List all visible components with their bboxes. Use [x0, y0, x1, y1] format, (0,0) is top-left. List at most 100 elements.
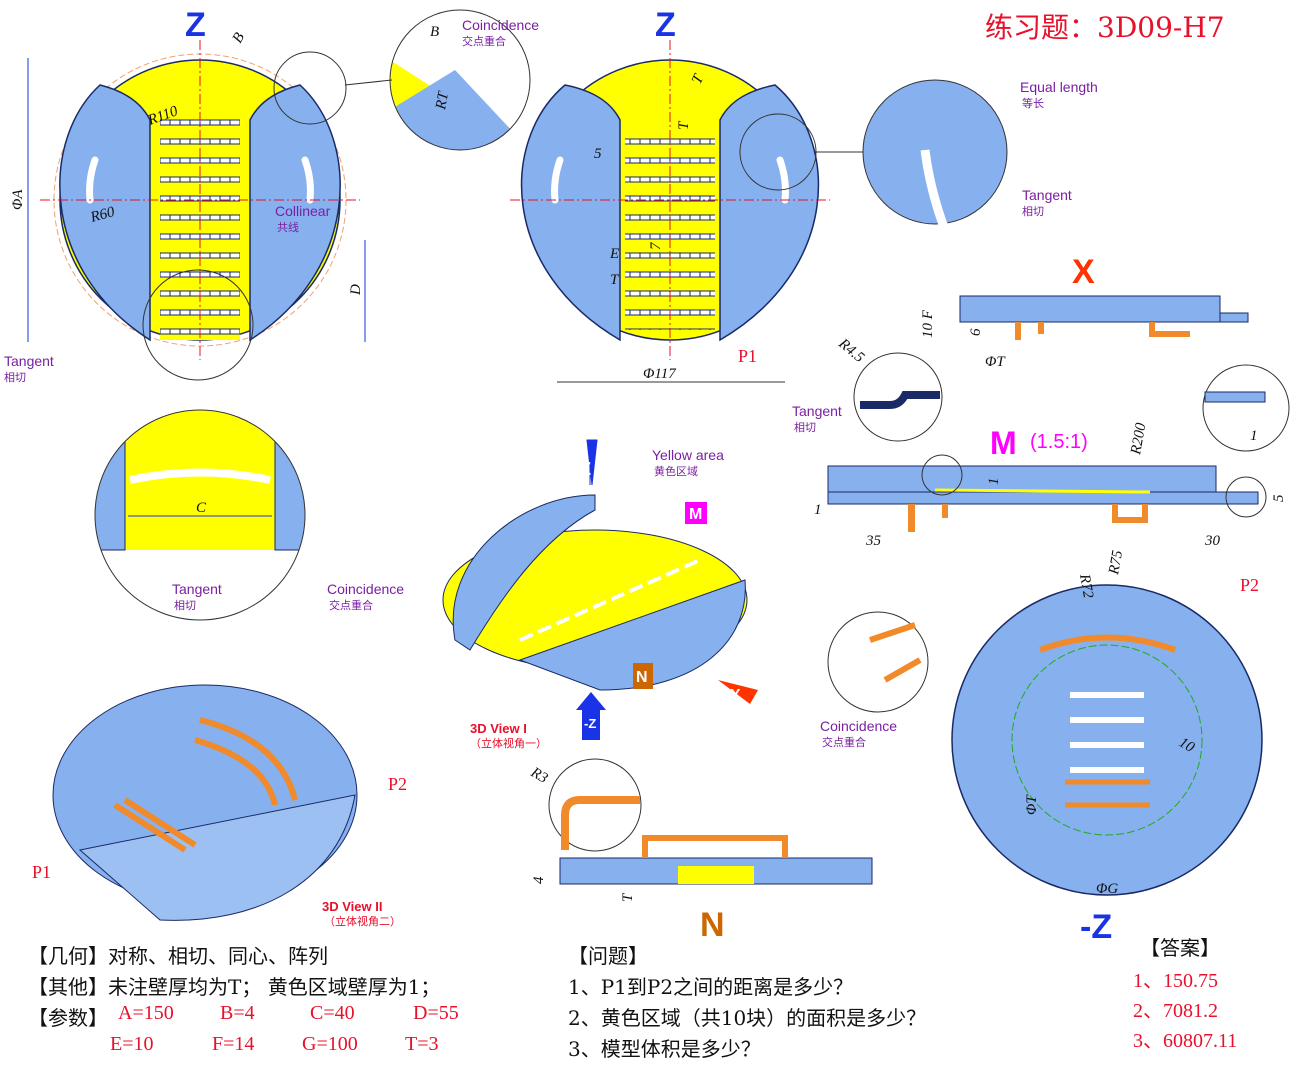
other-value: 未注壁厚均为T； 黄色区域壁厚为1；	[108, 975, 441, 999]
dim-5-m: 5	[1271, 494, 1287, 502]
param-f: F=14	[212, 1033, 255, 1055]
3d-view-1-sub: （立体视角一）	[470, 736, 547, 750]
section-view-m: M (1.5:1) R4.5 R200 1 1 1 5 35 30 Tangen…	[792, 335, 1290, 549]
equal-length-label-cn: 等长	[1022, 96, 1044, 110]
dim-7: 7	[648, 241, 664, 250]
3d-view-1-label: 3D View I	[470, 721, 527, 736]
dim-r60: R60	[88, 204, 117, 226]
dim-r72: R72	[1076, 572, 1096, 600]
coincidence-label-2: Coincidence	[327, 581, 404, 597]
collinear-label: Collinear	[275, 203, 331, 219]
dim-35: 35	[865, 533, 882, 549]
axis-arrow-x: X	[730, 687, 741, 704]
tangent-label: Tangent	[4, 353, 54, 369]
params-line: 【参数】	[28, 1002, 108, 1031]
dim-r4-5: R4.5	[835, 335, 868, 366]
axis-arrow-n: N	[636, 669, 648, 686]
geometry-label: 【几何】	[28, 944, 108, 968]
dim-d: D	[348, 284, 364, 296]
dim-t-3: T	[610, 272, 620, 288]
dim-b: B	[230, 30, 248, 46]
detail-dim-rt: RT	[433, 89, 452, 112]
axis-arrow-m: M	[689, 506, 702, 523]
questions-label: 【问题】	[568, 944, 648, 968]
dim-phi-t: ΦT	[985, 354, 1006, 370]
question-3: 3、模型体积是多少？	[568, 1037, 761, 1061]
3d-view-2-label: 3D View II	[322, 899, 382, 914]
coincidence-label-cn: 交点重合	[462, 34, 506, 48]
detail-c: C Tangent 相切 Coincidence 交点重合	[94, 409, 404, 621]
dim-phi-a: ΦA	[10, 189, 26, 210]
question-1: 1、P1到P2之间的距离是多少？	[568, 975, 854, 999]
coincidence-label-2-cn: 交点重合	[329, 598, 373, 612]
right-leaf	[249, 84, 341, 342]
dim-t-n: T	[620, 892, 636, 902]
axis-arrow-z: Z	[580, 459, 591, 479]
dim-4: 4	[531, 876, 547, 884]
top-view-right: Z T 5 T 7 E T Φ117 P1	[510, 6, 830, 383]
axis-label-m: M	[990, 425, 1017, 461]
axis-label-z-2: Z	[655, 6, 676, 44]
left-leaf	[59, 84, 151, 342]
dim-t-2: T	[676, 120, 692, 130]
axis-label-n: N	[700, 906, 725, 944]
dim-10-f: 10 F	[920, 309, 936, 338]
param-c: C=40	[310, 1002, 355, 1024]
point-p1-3d: P1	[32, 862, 51, 882]
axis-label-z: Z	[185, 6, 206, 44]
dim-6: 6	[968, 328, 984, 336]
tangent-label-4: Tangent	[792, 403, 842, 419]
side-view-x: X 10 F 6 ΦT	[920, 253, 1249, 370]
param-a: A=150	[118, 1002, 174, 1024]
dim-5: 5	[594, 146, 602, 162]
detail-equal-length: Equal length 等长 Tangent 相切	[815, 79, 1098, 232]
equal-length-label: Equal length	[1020, 79, 1098, 95]
section-view-n: R3 4 T N	[527, 758, 873, 944]
dim-1-b: 1	[986, 478, 1002, 486]
param-e: E=10	[110, 1033, 154, 1055]
dim-c: C	[196, 500, 207, 516]
bottom-view-neg-z: R72 R75 10 ΦT ΦG P2 Coincidence 交点重合 -Z	[820, 549, 1263, 946]
dim-r75: R75	[1106, 549, 1126, 577]
axis-arrow-neg-z: -Z	[584, 716, 596, 731]
3d-view-2-sub: （立体视角二）	[324, 914, 401, 928]
point-p2-3d: P2	[388, 774, 407, 794]
tangent-label-3: Tangent	[172, 581, 222, 597]
top-view-left: Z B R110 R60 ΦA D Collinear 共线 Tangent 相…	[4, 6, 366, 384]
coincidence-label-3-cn: 交点重合	[822, 735, 866, 749]
param-g: G=100	[302, 1033, 358, 1055]
dim-r200: R200	[1128, 421, 1150, 456]
dim-1-c: 1	[814, 502, 822, 518]
exercise-title: 练习题：3D09-H7	[985, 11, 1225, 44]
param-t: T=3	[405, 1033, 439, 1055]
axis-label-neg-z: -Z	[1080, 908, 1112, 946]
question-2: 2、黄色区域（共10块）的面积是多少？	[568, 1006, 927, 1030]
tangent-label-2: Tangent	[1022, 187, 1072, 203]
param-b: B=4	[220, 1002, 255, 1024]
coincidence-label-3: Coincidence	[820, 718, 897, 734]
answer-1: 1、150.75	[1133, 970, 1218, 992]
dim-30: 30	[1204, 533, 1221, 549]
dim-r3: R3	[527, 764, 550, 787]
dim-e: E	[609, 246, 619, 262]
dim-phi117: Φ117	[643, 366, 677, 382]
tangent-label-4-cn: 相切	[794, 421, 816, 434]
yellow-area-label: Yellow area	[652, 447, 724, 463]
axis-label-x: X	[1072, 253, 1095, 291]
answer-2: 2、7081.2	[1133, 1000, 1218, 1022]
tangent-label-cn: 相切	[4, 371, 26, 384]
coincidence-label: Coincidence	[462, 17, 539, 33]
tangent-label-3-cn: 相切	[174, 599, 196, 612]
detail-coincidence: Coincidence 交点重合 B RT	[344, 9, 539, 151]
scale-label: (1.5:1)	[1030, 431, 1088, 453]
answers-label: 【答案】	[1140, 936, 1220, 960]
dim-phi-t-2: ΦT	[1024, 794, 1040, 815]
dim-phi-g: ΦG	[1096, 881, 1118, 897]
collinear-label-cn: 共线	[277, 220, 299, 234]
tangent-label-2-cn: 相切	[1022, 205, 1044, 218]
geometry-line: 【几何】对称、相切、同心、阵列	[28, 940, 328, 969]
geometry-value: 对称、相切、同心、阵列	[108, 944, 328, 968]
3d-view-2: P1 P2 3D View II （立体视角二）	[32, 684, 407, 928]
